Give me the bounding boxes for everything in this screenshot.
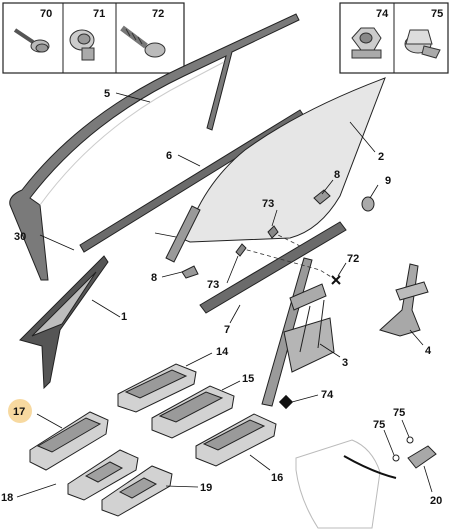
hardware-box-left: 70 71 72 [2,2,185,74]
self-tapping-screw-icon [120,25,166,58]
switch-panel-14 [117,363,197,413]
part-number-72: 72 [152,8,164,20]
bracket-4 [379,263,429,337]
screw-icon [13,28,50,53]
switch-panel-17 [29,411,109,471]
door-outline [295,439,397,529]
label-18: 18 [1,492,13,504]
label-9: 9 [385,175,391,187]
trim-30 [165,205,201,263]
label-1: 1 [121,311,127,323]
label-75-right: 75 [393,407,405,419]
push-clip-icon [404,29,441,59]
label-74: 74 [321,389,334,401]
clip-8-lower [181,265,199,279]
window-seal-5 [9,13,300,281]
nut-74-marker [278,394,294,410]
label-7: 7 [224,324,230,336]
label-19: 19 [200,482,212,494]
window-regulator-3 [261,257,335,407]
switch-panel-15 [151,385,235,439]
hardware-box-right: 74 75 [339,2,449,74]
label-73-lower: 73 [207,279,219,291]
label-16: 16 [271,472,283,484]
module-20 [392,436,437,469]
label-2: 2 [378,151,384,163]
belt-seal-7 [199,221,347,314]
part-labels: 5 6 2 30 8 9 8 73 73 72 1 7 3 4 14 15 74… [1,88,442,507]
part-number-74: 74 [376,8,389,20]
screw-72-marker [331,275,341,285]
quarter-window-1 [19,255,109,390]
clip-73-lower [235,243,247,257]
rivet-icon [69,29,95,61]
window-glass-2 [184,77,386,243]
label-20: 20 [430,495,442,507]
switch-panel-16 [195,413,277,467]
label-72: 72 [347,253,359,265]
label-8-lower: 8 [151,272,157,284]
label-4: 4 [425,345,432,357]
label-5: 5 [104,88,110,100]
part-number-71: 71 [93,8,105,20]
label-3: 3 [342,357,348,369]
label-8-upper: 8 [334,169,340,181]
label-73-upper: 73 [262,198,274,210]
part-number-75: 75 [431,8,443,20]
label-30: 30 [14,231,26,243]
grommet-9 [361,196,375,212]
label-75-left: 75 [373,419,385,431]
label-6: 6 [166,150,172,162]
label-15: 15 [242,373,254,385]
part-number-70: 70 [40,8,52,20]
switch-18 [67,449,139,501]
clip-73-upper [267,225,279,239]
clip-8-upper [313,189,331,205]
hex-nut-icon [351,27,382,59]
leader-lines [16,92,433,498]
label-14: 14 [216,346,229,358]
connection-lines [239,231,337,281]
highlight-circle-17 [8,399,32,423]
label-17: 17 [13,406,25,418]
